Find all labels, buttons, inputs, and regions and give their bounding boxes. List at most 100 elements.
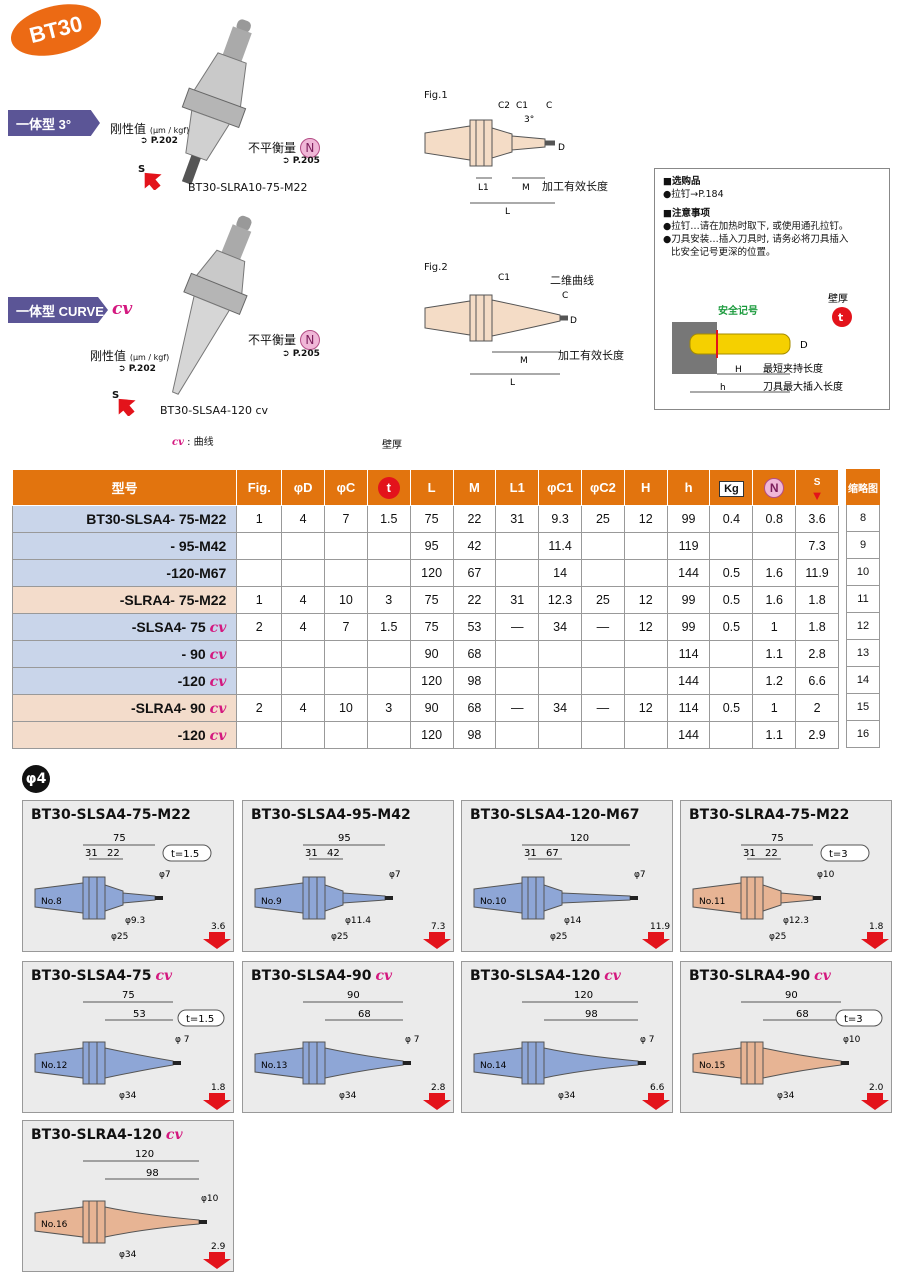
s-arrow-2: S [112,390,136,416]
dim-l: 90 [347,990,360,1001]
th-l1: L1 [495,469,540,506]
table-cell: 4 [281,505,326,533]
unbalance-label-1: 不平衡量 N [248,138,320,158]
table-cell: 1.8 [795,586,839,614]
table-cell: 3 [366,694,411,722]
table-cell [709,667,754,695]
table-cell [324,721,368,749]
notes-line-3: 比安全记号更深的位置。 [671,247,776,258]
fig2-diagram: C1 C D M L [424,273,577,388]
rigidity-arrow-icon [203,1252,231,1269]
table-cell: 2 [795,694,839,722]
th-model: 型号 [11,469,238,506]
table-cell [236,667,283,695]
tag-integral-curve: 一体型 CURVE [8,297,108,323]
card-title: BT30-SLSA4-95-M42 [251,807,411,823]
th-t: t [366,469,411,506]
table-cell: 1 [236,505,283,533]
th-c: φC [324,469,368,506]
abbr-cell: 9 [846,532,880,559]
dim-l1: 31 [743,848,756,859]
dim-d: φ7 [159,870,171,880]
table-cell: — [581,694,625,722]
svg-text:t: t [838,311,843,324]
table-cell [236,640,283,668]
rigidity-ref-2: ➲ P.202 [118,364,156,374]
table-cell [366,721,411,749]
model-cell: BT30-SLSA4- 75-M22 [11,505,238,533]
safety-label: 安全记号 [718,304,758,317]
tool-number: No.10 [480,897,507,907]
table-cell [623,559,668,587]
abbr-cell: 12 [846,613,880,640]
dim-l1: 31 [85,848,98,859]
table-cell: 1.5 [366,613,411,641]
table-cell [281,559,326,587]
table-cell: — [581,613,625,641]
table-cell: 34 [538,694,582,722]
table-cell: 75 [409,586,454,614]
dim-c1: φ34 [777,1091,795,1101]
abbr-cell: 13 [846,640,880,667]
card-title: BT30-SLRA4-75-M22 [689,807,850,823]
table-cell [236,721,283,749]
table-cell: 0.5 [709,559,754,587]
model-cell: -120-M67 [11,559,238,587]
tool-number: No.9 [261,897,282,907]
dim-m: 68 [358,1009,371,1020]
svg-text:M: M [522,183,530,193]
table-cell: 12.3 [538,586,582,614]
safety-mark-diagram: 安全记号 D 壁厚 t H 最短夹持长度 h 刀具最大插入长度 [672,292,852,393]
tag-integral-3deg: 一体型 3° [8,110,100,136]
dim-c1: φ34 [339,1091,357,1101]
notes-line-2: ●刀具安装…插入刀具时, 请务必将刀具插入 [663,234,849,245]
table-cell [581,667,625,695]
table-cell [281,667,326,695]
table-cell [281,532,326,560]
fig2-curve-label: 二维曲线 [550,274,594,287]
dim-l: 90 [785,990,798,1001]
table-cell: 25 [581,586,625,614]
svg-text:S: S [138,164,145,175]
dim-c1: φ12.3 [783,916,809,926]
table-cell: 4 [281,613,326,641]
table-cell [495,532,540,560]
table-cell: 25 [581,505,625,533]
th-weight: Kg [709,469,754,506]
th-d: φD [281,469,326,506]
table-cell: 144 [666,721,711,749]
tool-image-1 [181,19,252,185]
table-cell [236,559,283,587]
table-cell: 114 [666,640,711,668]
table-cell [709,721,754,749]
fig1-c1: C1 [516,101,528,111]
notes-heading-caution: ■注意事项 [663,208,710,219]
table-cell: 4 [281,586,326,614]
table-cell: 2.8 [795,640,839,668]
wall-thickness: t=3 [844,1014,863,1025]
rigidity-value: 1.8 [211,1083,226,1093]
table-cell: 0.5 [709,613,754,641]
table-cell: 31 [495,505,540,533]
table-cell: 12 [623,505,668,533]
table-cell: 12 [623,586,668,614]
product-name-2: BT30-SLSA4-120 cv [160,404,269,417]
abbr-cell: 14 [846,667,880,694]
table-cell: 75 [409,505,454,533]
card-title: BT30-SLSA4-75-M22 [31,807,191,823]
tool-number: No.12 [41,1061,67,1071]
table-cell: 12 [623,694,668,722]
table-cell: 68 [452,640,497,668]
dim-c2: φ25 [550,932,567,942]
svg-text:D: D [800,340,808,351]
